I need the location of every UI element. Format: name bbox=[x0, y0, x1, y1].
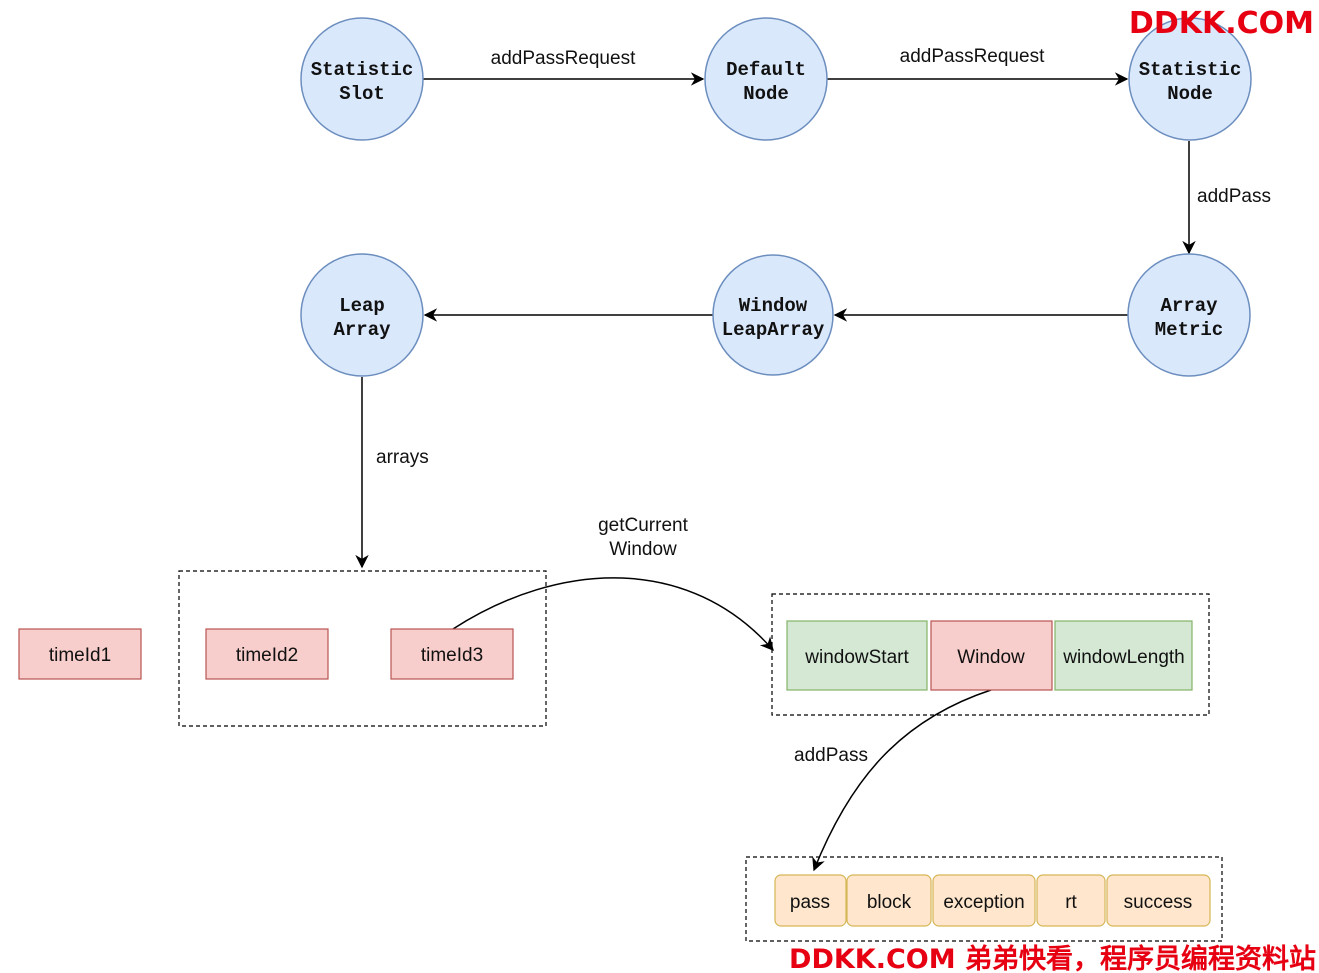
watermark-bottom: DDKK.COM 弟弟快看，程序员编程资料站 bbox=[789, 943, 1316, 973]
bucket-field-label-exception: exception bbox=[943, 892, 1024, 913]
time-id-box-1: timeId1 bbox=[18, 628, 142, 680]
bucket-group bbox=[745, 856, 1223, 942]
node-statistic-node-line1: Statistic bbox=[1139, 59, 1242, 81]
node-statistic-node-line2: Node bbox=[1167, 83, 1213, 105]
node-default-node: Default Node bbox=[704, 17, 828, 141]
bucket-field-rt: rt bbox=[1036, 874, 1106, 927]
node-leap-array-line1: Leap bbox=[339, 295, 385, 317]
window-field-label-window-length: windowLength bbox=[1062, 647, 1184, 668]
edge-get-current-window bbox=[452, 577, 774, 652]
bucket-field-pass: pass bbox=[774, 874, 847, 927]
window-field-label-window-start: windowStart bbox=[804, 647, 909, 668]
edge-label-slot-to-default: addPassRequest bbox=[491, 48, 636, 69]
watermark-top: DDKK.COM bbox=[1129, 6, 1314, 41]
bucket-field-label-rt: rt bbox=[1065, 892, 1077, 913]
edge-label-window-to-bucket: addPass bbox=[794, 745, 868, 766]
edge-label-default-to-statistic: addPassRequest bbox=[900, 46, 1045, 67]
window-group bbox=[771, 593, 1210, 716]
node-statistic-slot-line2: Slot bbox=[339, 83, 385, 105]
edge-label-get-current-line1: getCurrent bbox=[598, 515, 688, 536]
node-leap-array-line2: Array bbox=[333, 319, 391, 341]
time-id-box-3: timeId3 bbox=[390, 628, 514, 680]
bucket-field-block: block bbox=[846, 874, 932, 927]
node-array-metric-line1: Array bbox=[1160, 295, 1218, 317]
edge-label-get-current-line2: Window bbox=[609, 539, 677, 560]
bucket-field-label-success: success bbox=[1124, 892, 1193, 913]
window-field-window: Window bbox=[930, 620, 1053, 691]
window-field-label-window: Window bbox=[957, 647, 1025, 668]
node-statistic-slot-line1: Statistic bbox=[311, 59, 414, 81]
time-id-box-2: timeId2 bbox=[205, 628, 329, 680]
bucket-field-success: success bbox=[1106, 874, 1211, 927]
bucket-field-exception: exception bbox=[932, 874, 1036, 927]
bucket-field-label-block: block bbox=[867, 892, 912, 913]
window-field-window-length: windowLength bbox=[1054, 620, 1193, 691]
edge-label-statistic-to-metric: addPass bbox=[1197, 186, 1271, 207]
window-field-window-start: windowStart bbox=[786, 620, 928, 691]
node-statistic-slot: Statistic Slot bbox=[300, 17, 424, 141]
edge-window-to-bucket bbox=[812, 689, 992, 872]
node-window-leap-array-line2: LeapArray bbox=[722, 319, 825, 341]
node-leap-array: Leap Array bbox=[300, 253, 424, 377]
bucket-field-label-pass: pass bbox=[790, 892, 830, 913]
time-id-label-2: timeId2 bbox=[236, 645, 298, 666]
node-default-node-line1: Default bbox=[726, 59, 806, 81]
node-array-metric-line2: Metric bbox=[1155, 319, 1223, 341]
node-window-leap-array-line1: Window bbox=[739, 295, 808, 317]
time-id-label-1: timeId1 bbox=[49, 645, 111, 666]
node-default-node-line2: Node bbox=[743, 83, 789, 105]
arrays-group bbox=[178, 570, 547, 727]
node-statistic-node: Statistic Node bbox=[1128, 17, 1252, 141]
time-id-label-3: timeId3 bbox=[421, 645, 483, 666]
node-window-leap-array: Window LeapArray bbox=[712, 254, 834, 376]
edge-label-arrays: arrays bbox=[376, 447, 429, 468]
node-array-metric: Array Metric bbox=[1127, 253, 1251, 377]
